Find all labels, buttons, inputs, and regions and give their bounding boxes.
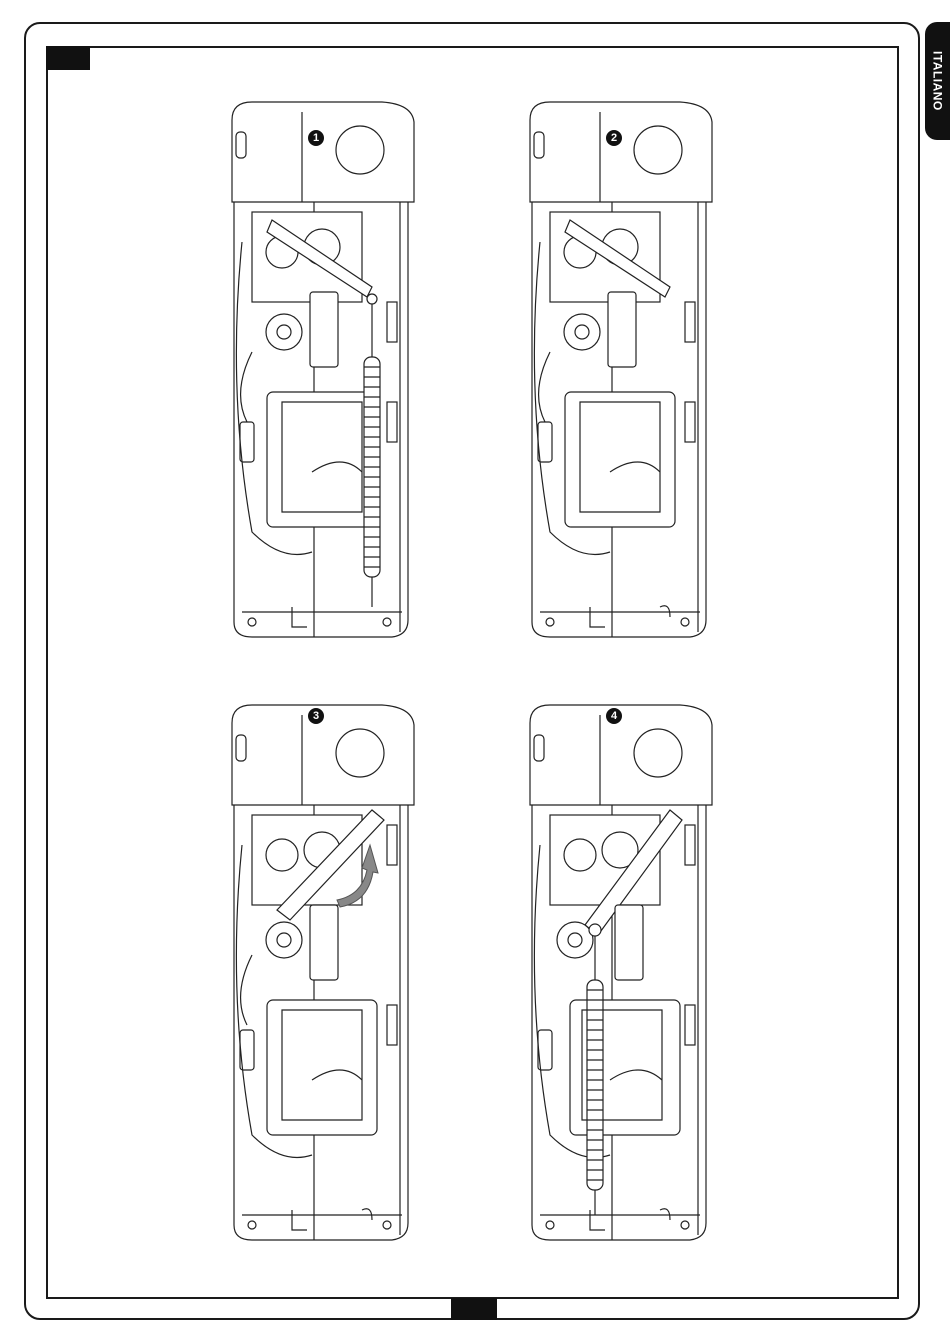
page-number-tab (451, 1298, 497, 1320)
language-tab-label-wrap: ITALIANO (925, 22, 950, 140)
illustration-panel-2: 2 (520, 92, 720, 642)
illustration-panel-3: 3 (222, 695, 422, 1245)
spring-4 (587, 924, 603, 1215)
spring-1 (364, 294, 380, 607)
language-tab-label: ITALIANO (931, 51, 945, 111)
section-marker-block (46, 46, 90, 70)
step-number-badge-3: 3 (308, 708, 324, 724)
step-number-badge-1: 1 (308, 130, 324, 146)
barrier-cabinet-drawing-3 (222, 695, 422, 1245)
illustration-panel-4: 4 (520, 695, 720, 1245)
barrier-cabinet-drawing-2 (520, 92, 720, 642)
barrier-cabinet-drawing-4 (520, 695, 720, 1245)
barrier-cabinet-drawing-1 (222, 92, 422, 642)
step-number-badge-4: 4 (606, 708, 622, 724)
step-number-badge-2: 2 (606, 130, 622, 146)
page-inner-frame (46, 46, 899, 1299)
illustration-panel-1: 1 (222, 92, 422, 642)
